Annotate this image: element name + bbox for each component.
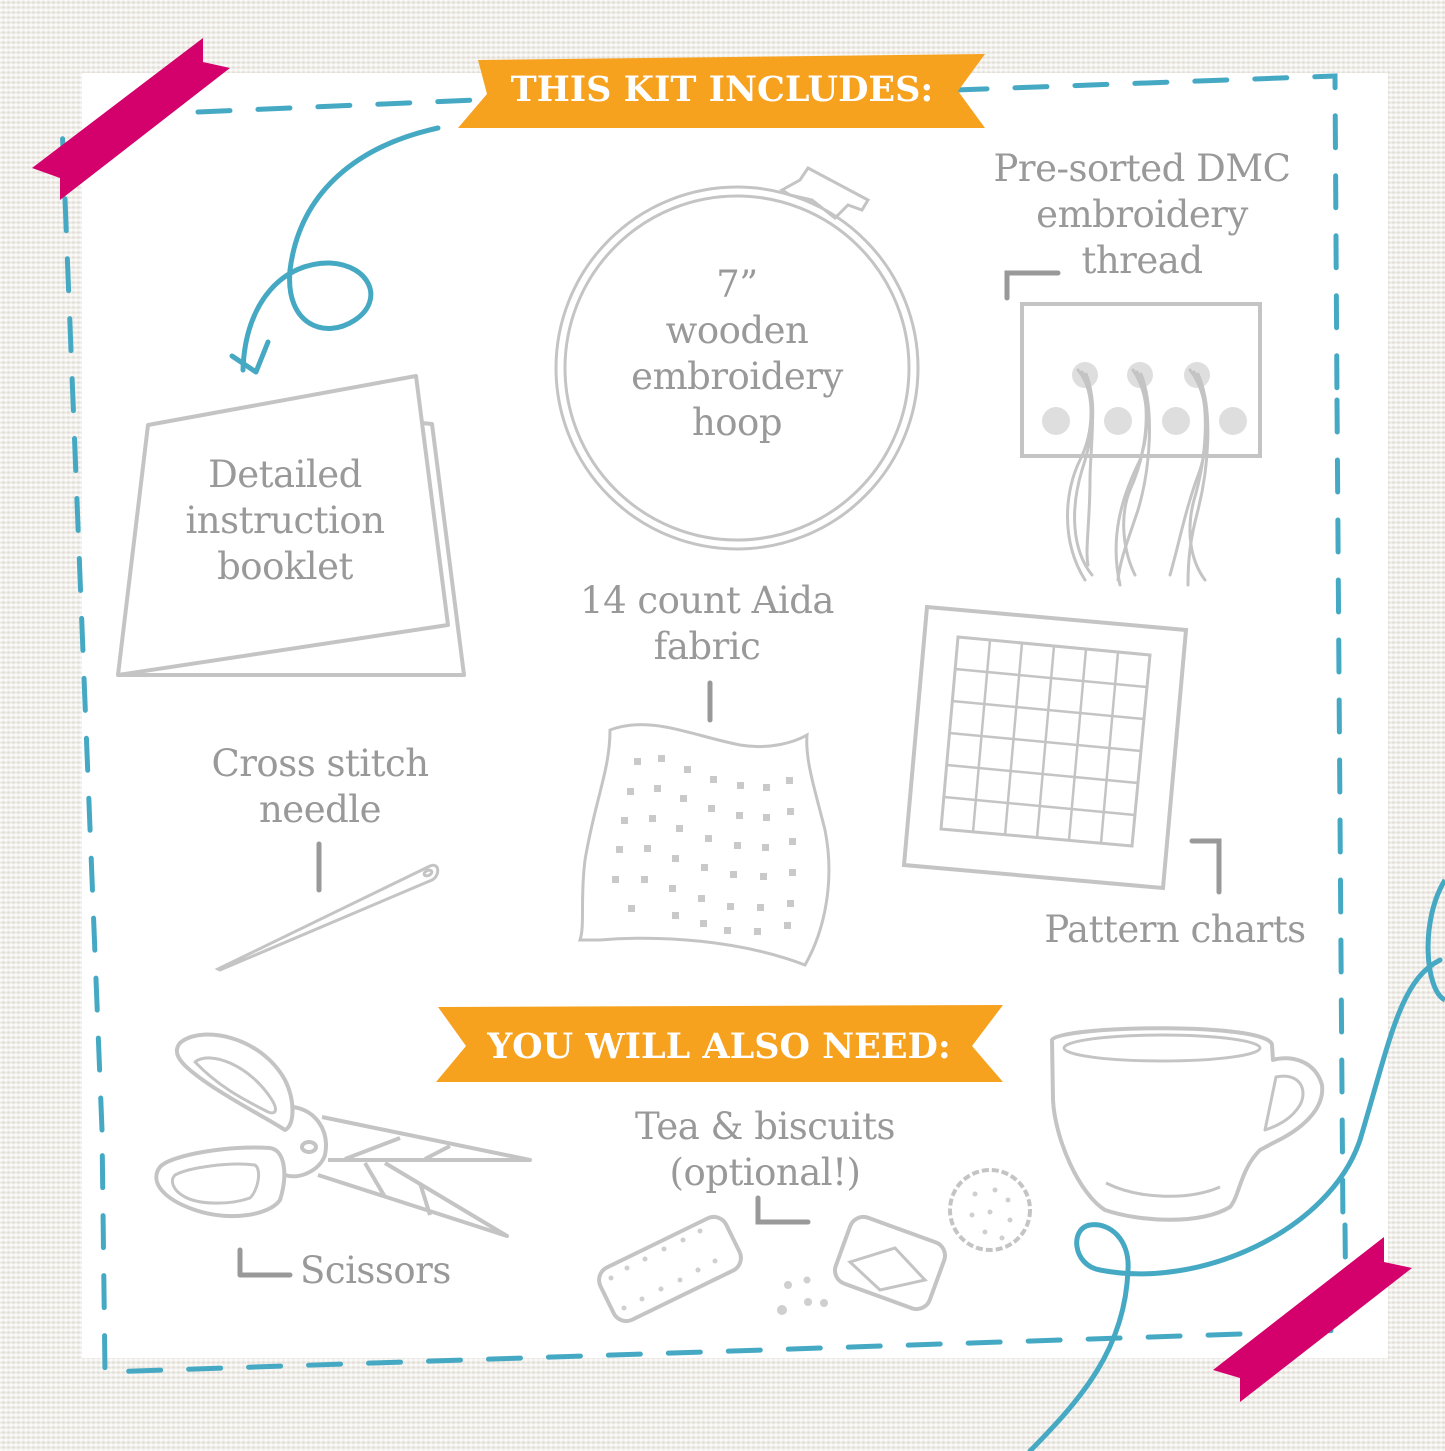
thread-swirl-top-icon	[240, 125, 441, 373]
needle-icon	[214, 841, 440, 972]
also-need-heading: YOU WILL ALSO NEED:	[487, 1026, 951, 1067]
thread-swirl-bottom-icon	[1027, 957, 1443, 1451]
biscuits-icon	[597, 1168, 1032, 1324]
arrow-head-icon	[229, 339, 271, 375]
fabric-holes	[612, 755, 796, 935]
pattern-charts-label: Pattern charts	[1044, 908, 1306, 951]
kit-includes-heading: THIS KIT INCLUDES:	[510, 69, 934, 110]
teacup-icon	[1050, 1026, 1325, 1222]
scissors-icon	[154, 1032, 532, 1278]
tape-bottom-right-icon	[1213, 1237, 1412, 1402]
needle-label: Cross stitch needle	[211, 742, 429, 831]
aida-fabric-icon	[577, 680, 831, 967]
banner-also-need	[436, 1005, 1003, 1082]
kit-card	[82, 73, 1388, 1358]
banner-kit-includes	[458, 54, 985, 128]
booklet-label: Detailed instruction booklet	[185, 453, 385, 588]
pattern-chart-icon	[901, 604, 1222, 895]
scissors-label: Scissors	[300, 1249, 451, 1292]
thread-card-icon	[1004, 270, 1262, 587]
hoop-label: 7” wooden embroidery hoop	[631, 263, 843, 444]
fabric-label: 14 count Aida fabric	[580, 579, 834, 668]
tea-biscuits-label: Tea & biscuits (optional!)	[635, 1105, 895, 1194]
thread-label: Pre-sorted DMC embroidery thread	[993, 147, 1291, 282]
tape-top-left-icon	[32, 38, 230, 200]
hoop-icon	[554, 166, 920, 551]
booklet-icon	[116, 374, 466, 677]
